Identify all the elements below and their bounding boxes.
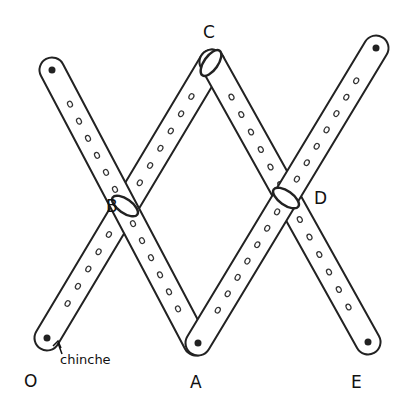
bar-hole [85, 135, 92, 142]
point-label: O [24, 373, 37, 390]
bar-hole [224, 290, 231, 298]
bar-hole [166, 288, 173, 295]
bar-hole [306, 233, 313, 240]
bar-hole [343, 93, 350, 101]
bar-hole [238, 111, 245, 118]
pivot-dot [44, 335, 51, 342]
point-label: E [351, 374, 362, 391]
bar-hole [323, 126, 330, 134]
bar-outline [47, 62, 212, 338]
bar-hole [254, 241, 261, 249]
bar-hole [167, 127, 174, 135]
bar-hole [76, 117, 83, 124]
pivot-dot [365, 339, 372, 346]
bar-hole [228, 93, 235, 100]
bar-hole [178, 110, 185, 118]
bar-hole [85, 265, 92, 273]
arrow-head [53, 341, 61, 348]
bar-hole [303, 159, 310, 167]
point-label: A [190, 374, 202, 391]
bar-hole [345, 303, 352, 310]
joint-ring [197, 47, 226, 80]
point-label: D [314, 190, 327, 207]
bar-hole [296, 216, 303, 223]
bar-hole [157, 271, 164, 278]
bar-hole [105, 231, 112, 239]
pivot-dot [195, 340, 202, 347]
joint-ring [270, 184, 303, 213]
bar-hole [257, 146, 264, 153]
bar-hole [94, 152, 101, 159]
bar-hole [274, 208, 281, 216]
bar-hole [147, 162, 154, 170]
bar-hole [157, 145, 164, 153]
bar-fill [52, 70, 196, 343]
bar-hole [139, 237, 146, 244]
bar-hole [67, 100, 74, 107]
point-label: C [203, 24, 215, 41]
part-label: chinche [60, 353, 111, 366]
bar-hole [234, 274, 241, 282]
bar-outline [52, 70, 196, 343]
bar-hole [353, 77, 360, 85]
bars [44, 45, 380, 347]
point-label: B [106, 198, 118, 215]
bar-hole [130, 220, 137, 227]
bar-hole [188, 93, 195, 101]
pivot-dot [49, 67, 56, 74]
bar-hole [148, 254, 155, 261]
bar-hole [95, 248, 102, 256]
bar-hole [64, 300, 71, 308]
bar-hole [293, 175, 300, 183]
bar-hole [313, 143, 320, 151]
bar-hole [316, 251, 323, 258]
bar-hole [103, 169, 110, 176]
bar-hole [74, 283, 81, 291]
pivot-dot [373, 45, 380, 52]
bar-hole [214, 306, 221, 314]
bar-hole [333, 110, 340, 118]
bar-hole [267, 163, 274, 170]
bar-hole [136, 179, 143, 187]
bar-fill [198, 48, 376, 343]
bar-hole [335, 286, 342, 293]
bar-hole [326, 268, 333, 275]
bar-outline [198, 48, 376, 343]
bar-hole [112, 186, 119, 193]
bar-fill [47, 62, 212, 338]
bar-hole [244, 257, 251, 265]
bar-hole [264, 225, 271, 233]
bar-hole [175, 305, 182, 312]
bar-hole [248, 128, 255, 135]
